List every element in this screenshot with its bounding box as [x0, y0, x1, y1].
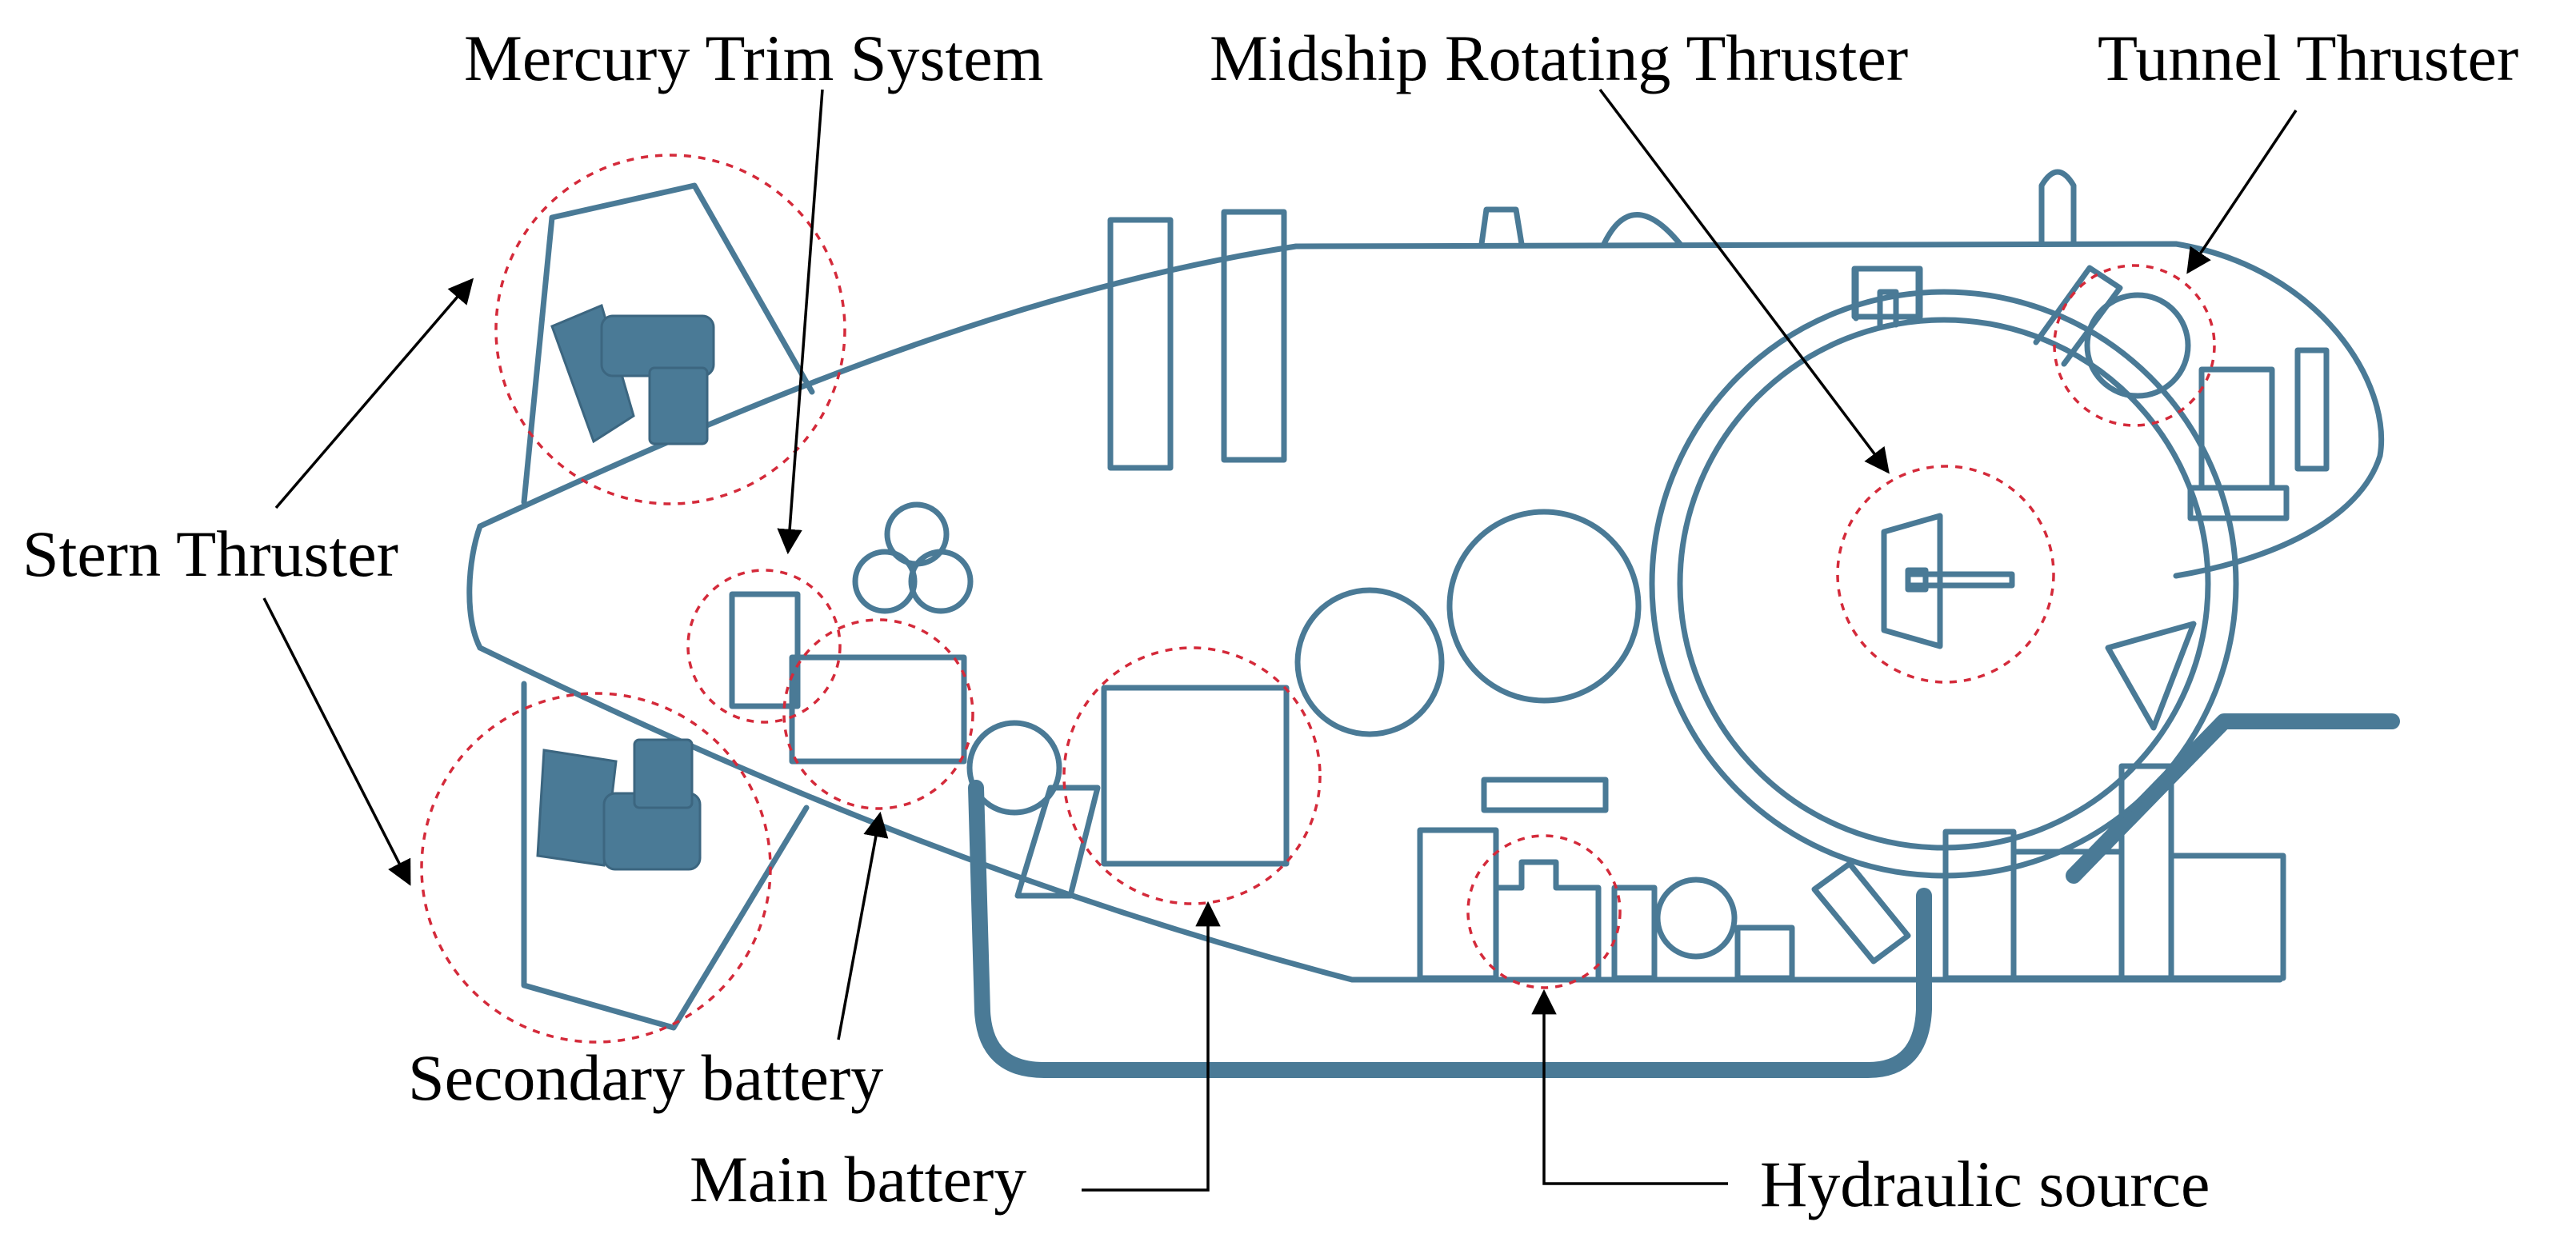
ring-hydraulic-source	[1466, 834, 1622, 989]
ring-main-battery	[1062, 646, 1322, 905]
pump-plate	[1481, 777, 1609, 813]
leader-secondary-battery	[837, 811, 889, 1040]
ring-upper-stern-thruster	[494, 154, 846, 505]
leader-tunnel-thruster	[2186, 110, 2298, 274]
hull-outline	[466, 241, 2384, 983]
trim-tank-cluster	[852, 501, 974, 614]
top-fin-1	[1107, 217, 1174, 471]
ring-mercury-trim-system	[686, 569, 842, 724]
leader-lines	[262, 88, 2298, 1192]
main-battery-box	[1101, 685, 1290, 867]
label-mercury-trim-system: Mercury Trim System	[464, 22, 1043, 94]
leader-stern-thruster-lower	[262, 597, 411, 886]
label-secondary-battery: Secondary battery	[408, 1041, 883, 1114]
skid-rail	[968, 780, 1932, 1078]
label-tunnel-thruster: Tunnel Thruster	[2098, 22, 2518, 94]
mid-tank-2	[1446, 509, 1642, 704]
tunnel-thruster	[2033, 265, 2191, 399]
small-bracket	[1014, 785, 1101, 899]
bow-frame-1	[1942, 829, 2017, 981]
mid-tank-1	[1294, 587, 1445, 737]
ring-lower-stern-thruster	[420, 692, 772, 1044]
pressure-sphere	[1649, 266, 2239, 879]
manipulator-arm	[2066, 713, 2400, 884]
label-midship-rotating-thruster: Midship Rotating Thruster	[1210, 22, 1908, 94]
hydraulic-box	[1611, 885, 1658, 981]
leader-mercury-trim-system	[777, 89, 824, 555]
top-bump-1	[1478, 206, 1525, 247]
leader-main-battery	[1082, 901, 1221, 1192]
label-hydraulic-source: Hydraulic source	[1760, 1148, 2210, 1220]
leader-midship-rotating-thruster	[1598, 88, 1890, 474]
hydraulic-tank	[1654, 877, 1738, 960]
bow-frame-4	[2168, 853, 2286, 981]
tilted-block	[1811, 861, 1911, 964]
bow-post-3	[2294, 347, 2330, 472]
top-fin-2	[1221, 209, 1287, 463]
pump-frame	[1417, 827, 1499, 981]
upper-stern-thruster	[550, 303, 715, 445]
hydraulic-block	[1734, 925, 1795, 981]
leader-hydraulic-source	[1531, 988, 1728, 1185]
label-stern-thruster: Stern Thruster	[22, 517, 398, 590]
ring-secondary-battery	[782, 618, 974, 810]
midship-rotating-thruster	[1881, 513, 2015, 649]
small-tank-1	[966, 720, 1062, 816]
mercury-trim-unit	[729, 591, 801, 709]
label-main-battery: Main battery	[690, 1143, 1026, 1216]
hydraulic-source-unit	[1493, 859, 1602, 981]
ring-tunnel-thruster	[2053, 264, 2216, 427]
leader-stern-thruster-upper	[274, 278, 474, 509]
secondary-battery-box	[789, 654, 967, 765]
lower-stern-fin	[521, 681, 810, 1031]
bow-post-2	[2187, 485, 2290, 521]
sphere-hatch	[2105, 621, 2197, 731]
lower-stern-thruster	[536, 738, 702, 871]
ring-midship-rotating-thruster	[1836, 465, 2055, 684]
top-post	[2038, 169, 2077, 247]
top-bump-2	[1601, 212, 1683, 247]
upper-stern-fin	[521, 182, 815, 505]
